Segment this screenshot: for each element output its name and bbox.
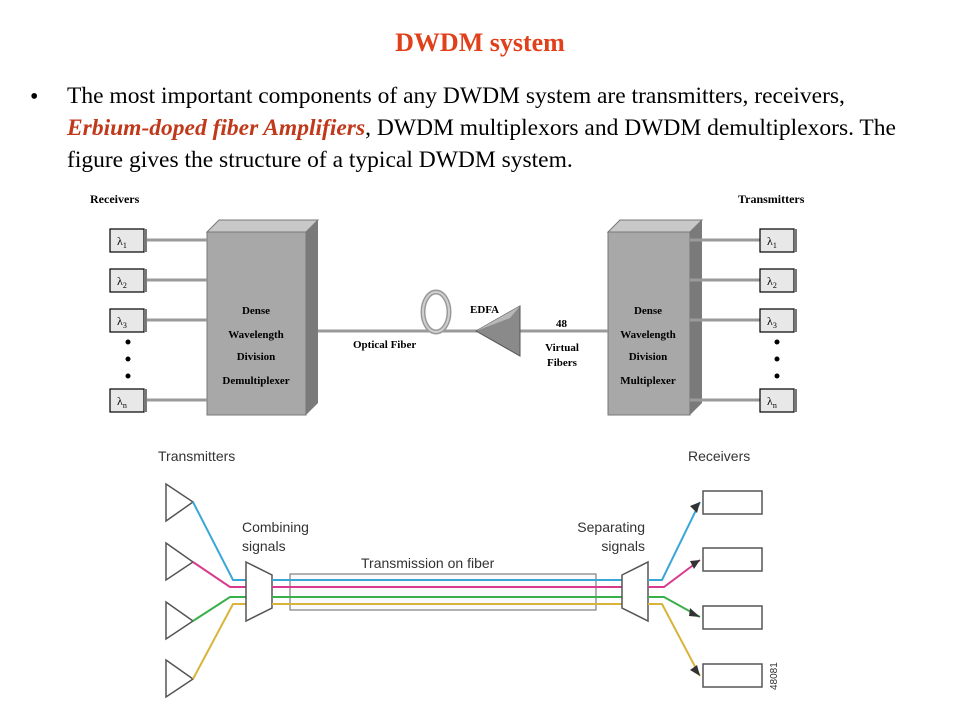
separating-label-2: signals bbox=[601, 538, 645, 554]
svg-text:λ3: λ3 bbox=[117, 314, 127, 330]
signal-line-blue bbox=[192, 501, 248, 581]
separator-icon bbox=[621, 560, 649, 623]
bottom-receivers-label: Receivers bbox=[688, 448, 750, 464]
transmission-label: Transmission on fiber bbox=[361, 555, 495, 571]
svg-text:λn: λn bbox=[117, 394, 127, 410]
virtual-label-2: Fibers bbox=[547, 357, 578, 369]
fiber-link: Optical Fiber EDFA 48 Virtual Fibers bbox=[318, 289, 608, 369]
svg-text:λ3: λ3 bbox=[767, 314, 777, 330]
transmitter-icon bbox=[165, 541, 195, 582]
paragraph-text-2: , DWDM multiplexors and DWDM demultiplex… bbox=[67, 115, 896, 173]
output-line-pink bbox=[648, 559, 701, 588]
svg-text:λ1: λ1 bbox=[117, 234, 127, 250]
receiver-box bbox=[702, 663, 763, 688]
receiver-box bbox=[702, 490, 763, 515]
arrow-icon bbox=[690, 502, 700, 513]
receiver-lambda-n: λn bbox=[109, 388, 147, 413]
ellipsis-dot bbox=[125, 373, 131, 379]
arrow-icon bbox=[690, 560, 700, 569]
receiver-lambda-2: λ2 bbox=[109, 268, 147, 293]
mux-line-4: Multiplexer bbox=[620, 375, 676, 387]
bottom-transmitters-label: Transmitters bbox=[158, 448, 235, 464]
virtual-label-1: Virtual bbox=[545, 342, 579, 354]
receiver-box bbox=[702, 547, 763, 572]
top-receivers-label: Receivers bbox=[90, 192, 140, 206]
demux-line-1: Dense bbox=[242, 305, 270, 317]
signal-line-green bbox=[192, 596, 248, 622]
paragraph-text-1: The most important components of any DWD… bbox=[67, 83, 845, 109]
transmitter-lambda-n: λn bbox=[759, 388, 797, 413]
mux-line-1: Dense bbox=[634, 305, 662, 317]
output-line-green bbox=[648, 596, 701, 618]
output-line-blue bbox=[648, 501, 701, 581]
transmitter-lambda-3: λ3 bbox=[759, 308, 797, 333]
slide-title: DWDM system bbox=[395, 28, 565, 57]
svg-text:λ2: λ2 bbox=[117, 274, 127, 290]
arrow-icon bbox=[690, 665, 700, 676]
virtual-fiber-count: 48 bbox=[556, 318, 568, 330]
demux-line-2: Wavelength bbox=[228, 329, 284, 341]
mux-line-3: Division bbox=[629, 351, 668, 363]
transmitter-icon bbox=[165, 482, 195, 523]
svg-text:λ2: λ2 bbox=[767, 274, 777, 290]
combining-label-1: Combining bbox=[242, 519, 309, 535]
demux-line-3: Division bbox=[237, 351, 276, 363]
ellipsis-dot bbox=[125, 356, 131, 362]
signal-line-pink bbox=[192, 561, 248, 588]
arrow-icon bbox=[689, 608, 700, 617]
receiver-box bbox=[702, 605, 763, 630]
receiver-lambda-1: λ1 bbox=[109, 228, 147, 253]
ellipsis-dot bbox=[125, 339, 131, 345]
top-transmitters-label: Transmitters bbox=[738, 192, 805, 206]
signal-combining-figure: Transmitters Receivers Combining signals… bbox=[158, 448, 780, 699]
transmitter-lambda-2: λ2 bbox=[759, 268, 797, 293]
optical-fiber-label: Optical Fiber bbox=[353, 339, 416, 351]
demux-line-4: Demultiplexer bbox=[222, 375, 289, 387]
receiver-lambda-3: λ3 bbox=[109, 308, 147, 333]
svg-text:λ1: λ1 bbox=[767, 234, 777, 250]
ellipsis-dot bbox=[774, 373, 780, 379]
transmitter-lambda-1: λ1 bbox=[759, 228, 797, 253]
figure-id: 48081 bbox=[769, 662, 780, 690]
transmitter-icon bbox=[165, 600, 195, 641]
paragraph-highlight: Erbium-doped fiber Amplifiers bbox=[67, 115, 366, 141]
svg-text:λn: λn bbox=[767, 394, 777, 410]
ellipsis-dot bbox=[774, 339, 780, 345]
demultiplexer-box: Dense Wavelength Division Demultiplexer bbox=[205, 219, 320, 416]
body-paragraph: The most important components of any DWD… bbox=[67, 80, 927, 176]
combiner-icon bbox=[245, 560, 273, 623]
edfa-label: EDFA bbox=[470, 304, 499, 316]
transmitter-lambda-group: λ1 λ2 λ3 λn bbox=[690, 228, 797, 413]
ellipsis-dot bbox=[774, 356, 780, 362]
transmitter-icon bbox=[165, 658, 195, 699]
receiver-lambda-group: λ1 λ2 λ3 λn bbox=[109, 228, 207, 413]
mux-line-2: Wavelength bbox=[620, 329, 676, 341]
signal-line-yellow bbox=[192, 603, 248, 680]
output-line-yellow bbox=[648, 603, 701, 677]
combining-label-2: signals bbox=[242, 538, 286, 554]
separating-label-1: Separating bbox=[577, 519, 645, 535]
multiplexer-box: Dense Wavelength Division Multiplexer bbox=[606, 219, 704, 416]
bullet-marker: • bbox=[30, 84, 39, 110]
